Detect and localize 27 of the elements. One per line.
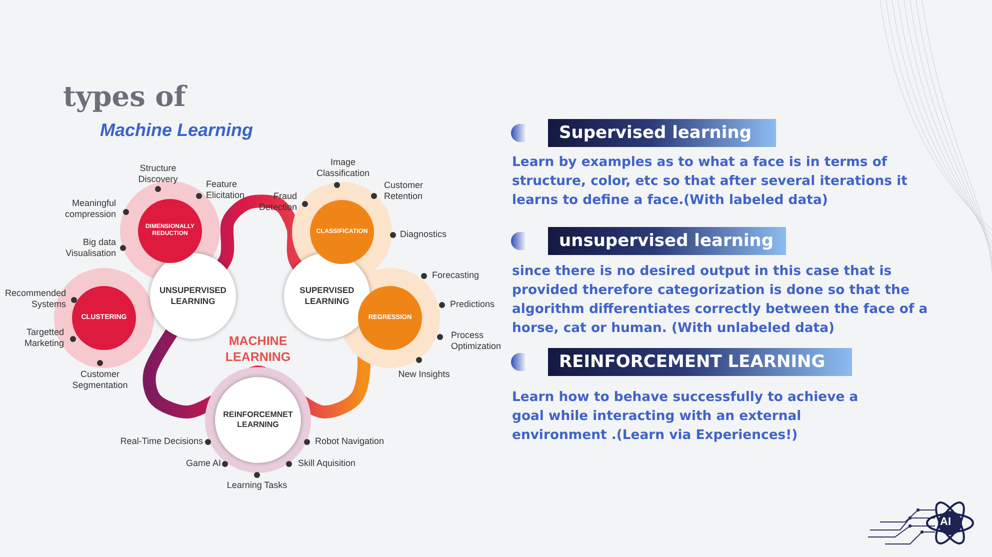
subtitle: Machine Learning	[100, 120, 254, 141]
description-text: since there is no desired output in this case that is provided therefore categorization is done so that the algorithm differentiates correctly between the face of a horse, cat or human. (With unlabeled data)	[512, 263, 929, 338]
item-label: Customer Retention	[384, 180, 424, 202]
description-text: Learn how to behave successfully to achieve a goal while interacting with an external environment .(Learn via Experiences!)	[512, 389, 860, 445]
item-label: Diagnostics	[400, 229, 448, 240]
item-label: Big data Visualisation	[64, 237, 116, 259]
item-label: Forecasting	[432, 270, 480, 281]
item-label: Recommended Systems	[4, 288, 66, 310]
item-label: Real-Time Decisions	[119, 436, 203, 447]
item-label: Image Classification	[315, 157, 371, 179]
item-label: Meaningful compression	[64, 198, 116, 220]
ai-label: AI	[940, 516, 951, 528]
item-label: New Insights	[397, 369, 451, 380]
title: types of	[63, 80, 186, 113]
item-label: Feature Elicitation	[206, 179, 246, 201]
description-text: Learn by examples as to what a face is in terms of structure, color, etc so that after several iterations it learns to define a face.(With labeled data)	[512, 154, 908, 210]
item-label: Structure Discovery	[137, 163, 179, 185]
item-label: Skill Aquisition	[298, 458, 357, 469]
heading-bar: REINFORCEMENT LEARNING	[548, 348, 852, 376]
item-label: Process Optimization	[451, 330, 502, 352]
item-label: Targetted Marketing	[23, 327, 64, 349]
item-label: Learning Tasks	[226, 480, 288, 491]
item-label: Robot Navigation	[315, 436, 386, 447]
heading-bar: Supervised learning	[548, 119, 776, 147]
heading-bar: unsupervised learning	[548, 227, 786, 255]
item-label: Predictions	[450, 299, 496, 310]
item-label: Customer Segmentation	[71, 369, 129, 391]
